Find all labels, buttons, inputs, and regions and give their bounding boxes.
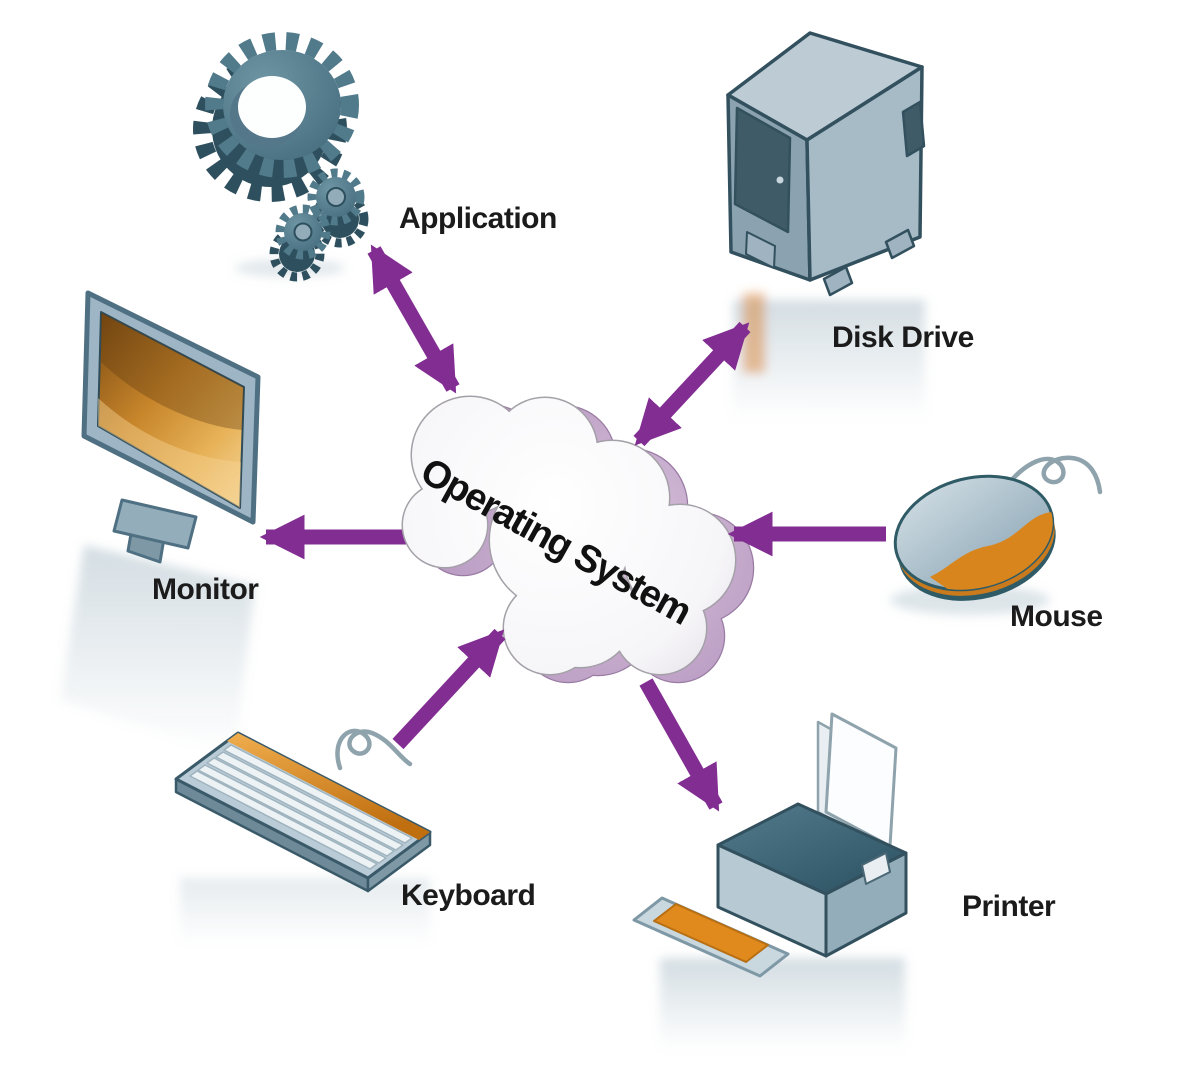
tower-door-panel xyxy=(733,106,792,234)
disk-drive-reflection xyxy=(733,300,925,420)
printer-icon xyxy=(632,712,908,978)
application-gears-icon xyxy=(193,32,369,282)
tower-power-dot xyxy=(776,176,784,184)
tower-foot-back xyxy=(884,228,916,260)
application-label: Application xyxy=(399,202,557,235)
mouse-icon xyxy=(893,455,1103,601)
disk-drive-icon xyxy=(726,31,926,297)
monitor-screen xyxy=(97,311,245,509)
disk-drive-label: Disk Drive xyxy=(832,321,974,354)
mouse-label: Mouse xyxy=(1010,600,1103,633)
arrow-os-to-printer xyxy=(639,678,723,812)
arrow-os-disk-drive-bidirectional xyxy=(633,321,751,447)
arrow-keyboard-to-os xyxy=(392,628,506,750)
tower-vent xyxy=(901,100,926,158)
monitor-label: Monitor xyxy=(152,573,259,606)
keyboard-key-rows xyxy=(189,744,413,870)
gear-small xyxy=(275,204,331,260)
arrows xyxy=(367,244,886,812)
cloud-face-fill xyxy=(403,397,735,674)
keyboard-cord xyxy=(335,728,413,771)
monitor-screen-sheen xyxy=(98,398,241,508)
keyboard-icon xyxy=(174,728,432,893)
mouse-cord xyxy=(1002,455,1103,495)
monitor-icon xyxy=(81,290,261,564)
tower-lower-panel xyxy=(745,231,776,269)
arrow-os-application-bidirectional xyxy=(367,244,460,394)
tower-side-face xyxy=(805,65,924,282)
reflections xyxy=(60,259,1050,1050)
os-cloud xyxy=(401,395,755,684)
gear-medium xyxy=(307,168,365,226)
printer-display xyxy=(861,852,891,885)
printer-reflection xyxy=(660,958,905,1050)
keyboard-label: Keyboard xyxy=(401,879,536,912)
keyboard-orange-strip xyxy=(227,733,430,840)
gear-large xyxy=(205,32,359,178)
printer-label: Printer xyxy=(962,890,1056,923)
printer-output-paper xyxy=(653,903,769,963)
keyboard-reflection xyxy=(180,878,430,945)
monitor-reflection xyxy=(60,545,255,755)
monitor-stand-base xyxy=(112,498,198,550)
tower-foot-front xyxy=(822,265,854,297)
monitor-screen-shade xyxy=(101,312,244,430)
